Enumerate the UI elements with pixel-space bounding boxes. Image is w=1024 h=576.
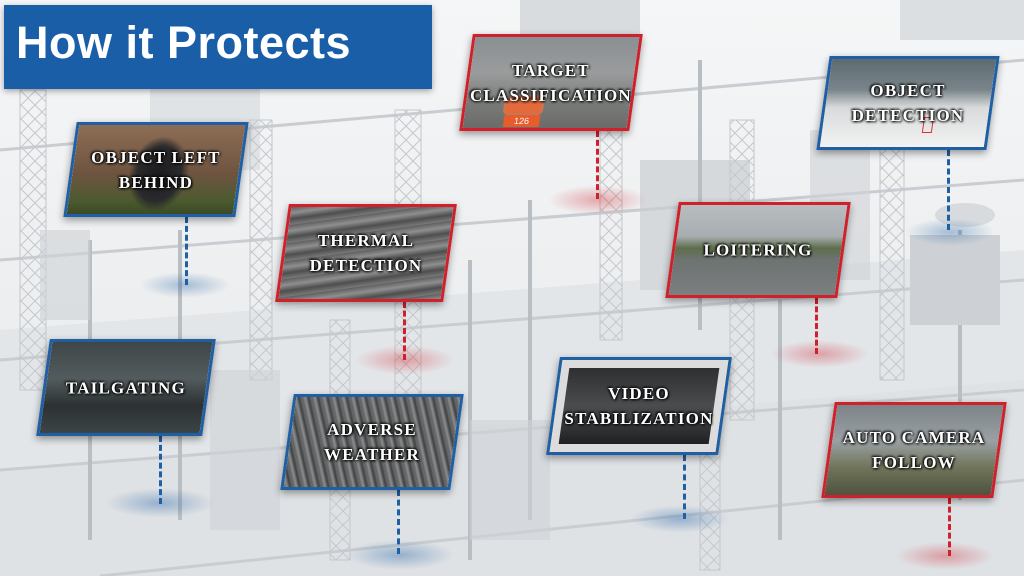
- callout-connector: [596, 131, 599, 199]
- classification-tag: 126: [502, 115, 541, 127]
- callout-connector: [683, 455, 686, 519]
- ground-marker: [630, 505, 730, 533]
- feature-label: VideoStabilization: [564, 384, 714, 428]
- feature-panel-object-detection[interactable]: ObjectDetection: [816, 56, 1000, 150]
- feature-panel-object-left-behind[interactable]: Object LeftBehind: [63, 122, 249, 217]
- ground-marker: [895, 542, 995, 570]
- callout-connector: [159, 436, 162, 504]
- feature-panel-tailgating[interactable]: Tailgating: [36, 339, 216, 436]
- feature-label: Tailgating: [65, 378, 186, 397]
- ground-marker: [905, 218, 995, 246]
- feature-panel-video-stabilization[interactable]: VideoStabilization: [546, 357, 732, 455]
- callout-connector: [947, 150, 950, 230]
- page-title: How it Protects: [16, 17, 352, 68]
- feature-panel-loitering[interactable]: Loitering: [665, 202, 851, 298]
- feature-panel-target-classification[interactable]: 126 TargetClassification: [459, 34, 643, 131]
- feature-panel-auto-camera-follow[interactable]: Auto CameraFollow: [821, 402, 1007, 498]
- feature-label: AdverseWeather: [324, 420, 420, 464]
- ground-marker: [770, 340, 870, 368]
- callout-connector: [397, 490, 400, 554]
- title-banner: How it Protects: [4, 5, 432, 89]
- feature-label: Loitering: [703, 240, 813, 260]
- feature-panel-adverse-weather[interactable]: AdverseWeather: [280, 394, 464, 490]
- feature-label: ObjectDetection: [851, 81, 965, 125]
- callout-connector: [948, 498, 951, 556]
- feature-panel-thermal-detection[interactable]: ThermalDetection: [275, 204, 457, 302]
- callout-connector: [403, 302, 406, 360]
- feature-label: ThermalDetection: [309, 231, 423, 275]
- feature-label: Object LeftBehind: [91, 147, 221, 192]
- ground-marker: [345, 540, 455, 570]
- feature-label: TargetClassification: [470, 60, 632, 105]
- callout-connector: [815, 298, 818, 354]
- callout-connector: [185, 217, 188, 285]
- feature-label: Auto CameraFollow: [842, 428, 986, 472]
